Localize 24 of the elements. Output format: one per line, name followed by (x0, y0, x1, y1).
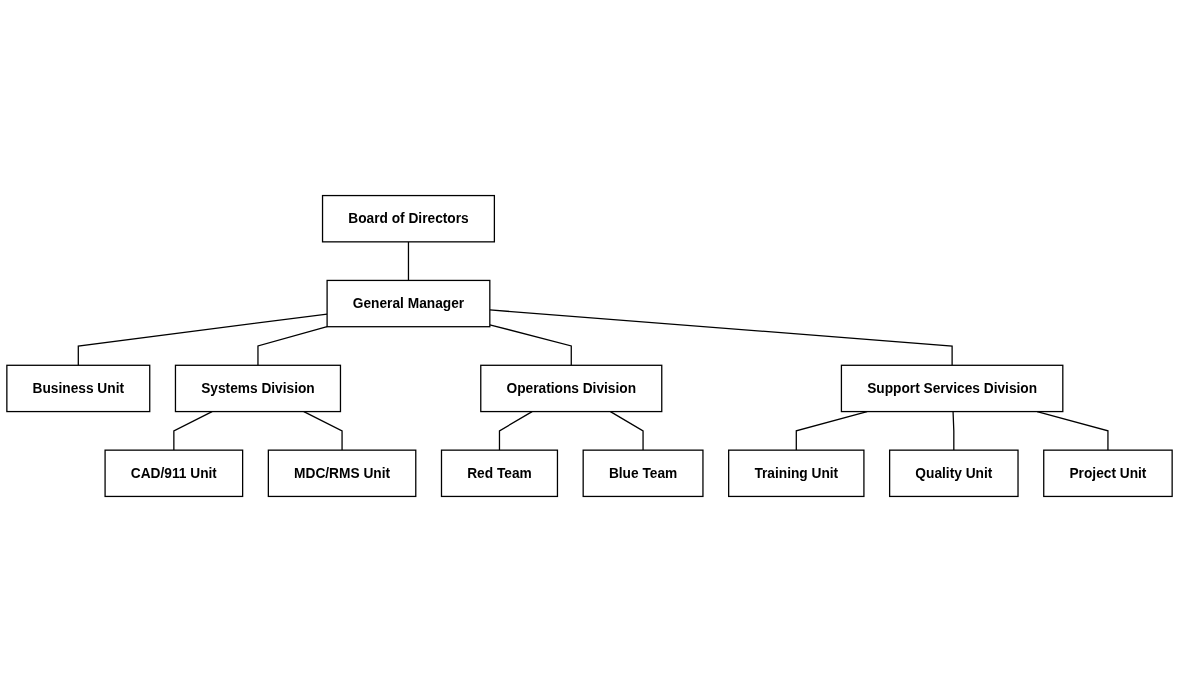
connector (257, 325, 328, 366)
node-box: Operations Division (480, 364, 663, 413)
node-box: Quality Unit (889, 449, 1019, 498)
node-box: Business Unit (6, 364, 151, 413)
node-box: Training Unit (728, 449, 865, 498)
connector (173, 410, 213, 451)
connector (489, 324, 572, 366)
connector (489, 309, 953, 366)
node-box: Support Services Division (840, 364, 1064, 413)
node-box: MDC/RMS Unit (267, 449, 417, 498)
node-box: Systems Division (174, 364, 342, 413)
connector (498, 410, 533, 451)
connector (407, 241, 410, 282)
connector (952, 410, 955, 451)
node-box: Red Team (440, 449, 559, 498)
node-box: General Manager (326, 279, 491, 328)
connector (795, 410, 868, 451)
node-box: CAD/911 Unit (104, 449, 244, 498)
node-box: Board of Directors (321, 194, 496, 243)
connector (303, 410, 343, 451)
connector (609, 410, 644, 451)
node-box: Blue Team (582, 449, 704, 498)
node-box: Project Unit (1043, 449, 1173, 498)
connector (77, 313, 328, 366)
